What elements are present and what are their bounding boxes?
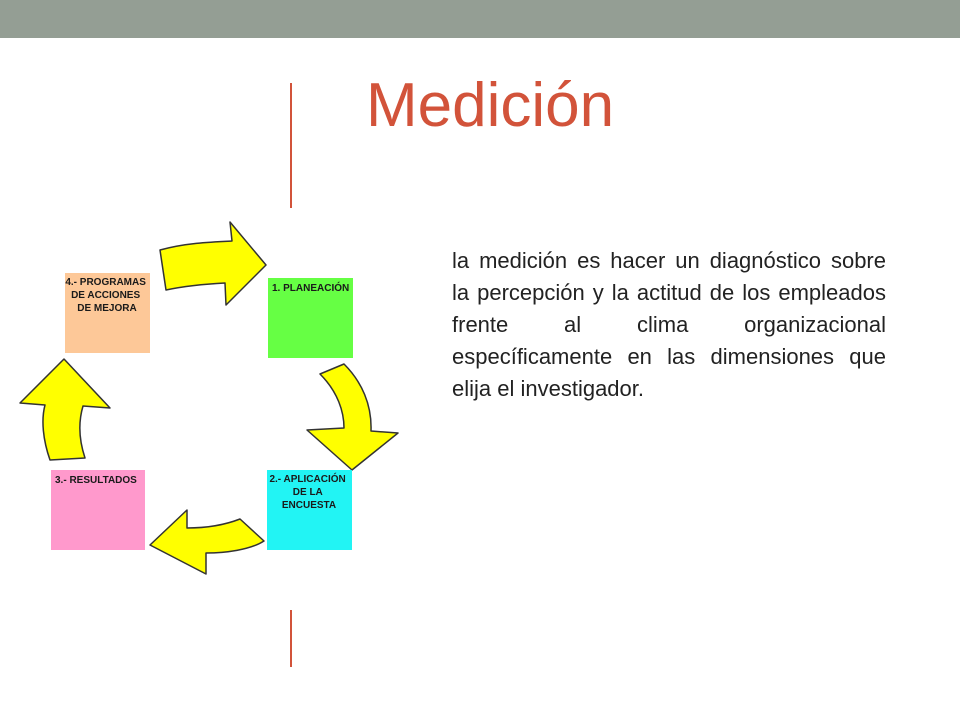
cycle-arrow-bottom [149,509,265,575]
step-planeacion-label: 1. PLANEACIÓN [272,281,349,294]
measurement-cycle-diagram: 1. PLANEACIÓN 2.- APLICACIÓN DE LA ENCUE… [19,221,399,575]
accent-line-top [290,83,292,208]
cycle-arrow-top [159,221,267,306]
slide-title: Medición [366,71,615,140]
step-aplicacion-label: 2.- APLICACIÓN DE LA ENCUESTA [269,472,348,511]
body-paragraph: la medición es hacer un diagnóstico sobr… [452,248,886,401]
step-resultados: 3.- RESULTADOS [51,470,145,550]
step-programas-mejora: 4.- PROGRAMAS DE ACCIONES DE MEJORA [65,273,150,353]
accent-line-bottom [290,610,292,667]
cycle-arrow-left [19,358,111,461]
step-resultados-label: 3.- RESULTADOS [55,475,137,486]
step-programas-label: 4.- PROGRAMAS DE ACCIONES DE MEJORA [65,277,148,314]
step-planeacion: 1. PLANEACIÓN [268,278,353,358]
cycle-arrow-right [306,363,399,471]
top-bar [0,0,960,38]
step-aplicacion-encuesta: 2.- APLICACIÓN DE LA ENCUESTA [267,470,352,550]
